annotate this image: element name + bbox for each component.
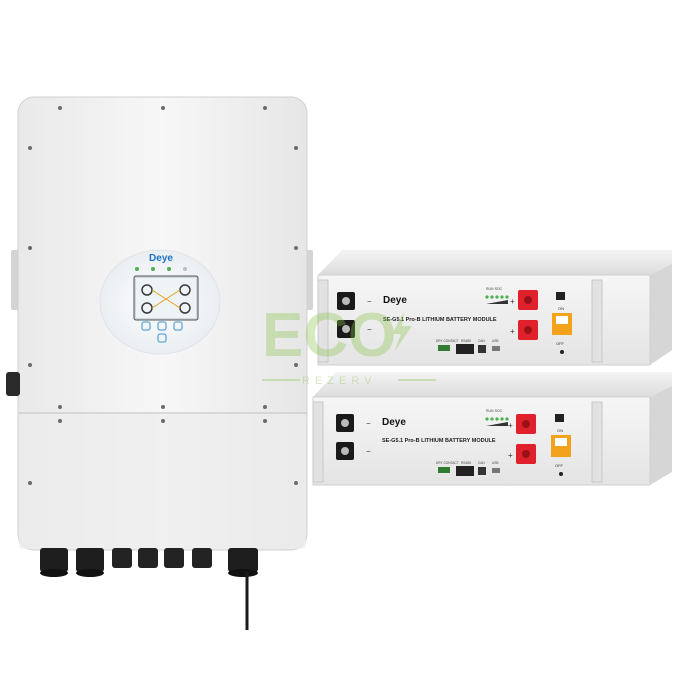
battery-2-soc-label: SOC — [495, 409, 503, 413]
svg-text:OFF: OFF — [556, 341, 565, 346]
watermark-logo-text: ECO — [262, 301, 396, 370]
svg-text:−: − — [366, 419, 371, 428]
svg-text:RUN SOC: RUN SOC — [486, 409, 503, 413]
inverter-keypad — [141, 321, 183, 343]
battery-2-right-bracket — [591, 401, 603, 483]
battery-1-side — [650, 264, 672, 365]
inverter-cable-glands — [40, 548, 258, 577]
svg-text:ON: ON — [557, 428, 563, 433]
svg-text:−: − — [367, 325, 372, 334]
svg-text:USB: USB — [492, 461, 499, 465]
battery-1-right-bracket — [591, 279, 603, 363]
svg-text:+: + — [510, 297, 515, 306]
inverter-left-handle — [11, 250, 19, 310]
battery-2-soc-wedge — [486, 422, 508, 426]
svg-text:−: − — [367, 297, 372, 306]
battery-2-left-bracket — [312, 401, 324, 483]
watermark-sub-text: REZERV — [302, 375, 376, 387]
battery-1-top — [318, 250, 672, 275]
battery-2-model-label: SE-G5.1 Pro-B LITHIUM BATTERY MODULE — [382, 438, 496, 444]
svg-text:+: + — [508, 421, 513, 430]
battery-1-brand: Deye — [383, 295, 407, 306]
inverter-dc-switch — [6, 372, 20, 396]
svg-text:RS485: RS485 — [461, 461, 471, 465]
inverter-brand-logo: Deye — [149, 253, 173, 264]
inverter-lower-panel — [19, 414, 306, 549]
battery-2-brand: Deye — [382, 417, 406, 428]
svg-text:DRY CONTACT: DRY CONTACT — [436, 339, 459, 343]
eco-rezerv-watermark: ECO REZERV — [262, 301, 436, 387]
battery-module-1: − − Deye SE-G5.1 Pro-B LITHIUM BATTERY M… — [317, 250, 672, 366]
battery-2-ports: DRY CONTACT RS485 CAN USB — [436, 461, 500, 476]
battery-module-2: − − Deye SE-G5.1 Pro-B LITHIUM BATTERY M… — [312, 372, 672, 486]
battery-2-power-button — [555, 414, 564, 422]
inverter: Deye — [6, 96, 313, 630]
battery-2-run-label: RUN — [486, 409, 494, 413]
svg-text:−: − — [366, 447, 371, 456]
battery-1-soc-label: SOC — [495, 287, 503, 291]
svg-text:OFF: OFF — [555, 463, 564, 468]
battery-1-run-label: RUN — [486, 287, 494, 291]
battery-2-top — [313, 372, 672, 397]
battery-2-side — [650, 386, 672, 485]
svg-text:DRY CONTACT: DRY CONTACT — [436, 461, 459, 465]
lightning-icon — [392, 312, 412, 352]
svg-text:+: + — [508, 451, 513, 460]
svg-text:RS485: RS485 — [461, 339, 471, 343]
battery-1-model-label: SE-G5.1 Pro-B LITHIUM BATTERY MODULE — [383, 317, 497, 323]
battery-1-power-button — [556, 292, 565, 300]
battery-1-soc-wedge — [486, 300, 508, 304]
battery-1-soc-leds — [485, 295, 509, 299]
svg-text:CAN: CAN — [478, 339, 485, 343]
svg-text:RUN SOC: RUN SOC — [486, 287, 503, 291]
battery-2-soc-leds — [485, 417, 509, 421]
svg-text:USB: USB — [492, 339, 499, 343]
svg-text:+: + — [510, 327, 515, 336]
inverter-screws — [28, 106, 298, 485]
inverter-lcd-icons — [141, 284, 191, 314]
svg-text:CAN: CAN — [478, 461, 485, 465]
inverter-leds — [135, 267, 187, 271]
battery-1-left-bracket — [317, 279, 329, 363]
battery-1-ports: DRY CONTACT RS485 CAN USB — [436, 339, 500, 354]
svg-text:ON: ON — [558, 306, 564, 311]
